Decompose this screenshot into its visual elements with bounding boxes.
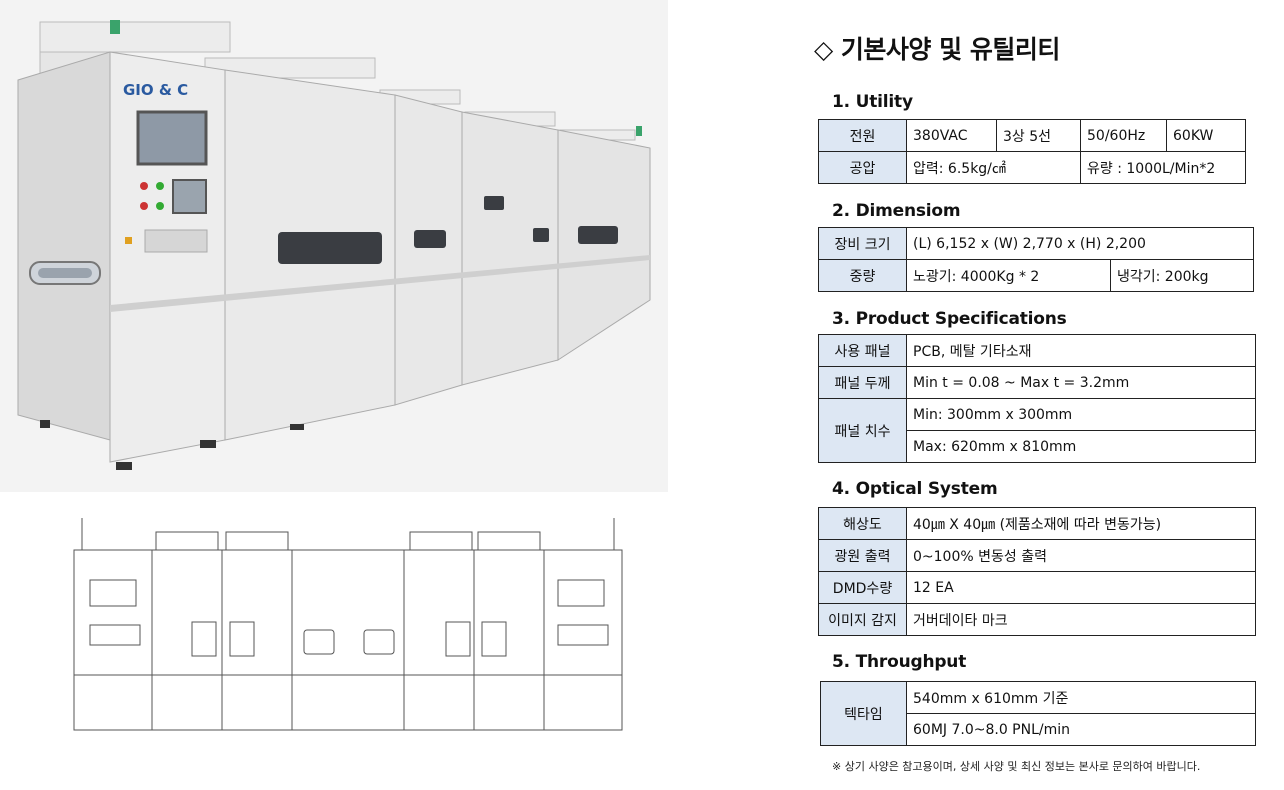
machine-front-drawing: [54, 510, 634, 760]
table-cell: 40㎛ X 40㎛ (제품소재에 따라 변동가능): [906, 507, 1256, 540]
table-cell: PCB, 메탈 기타소재: [906, 334, 1256, 367]
dimension-table: 장비 크기 (L) 6,152 x (W) 2,770 x (H) 2,200 …: [818, 227, 1254, 292]
section-title-product: 3. Product Specifications: [832, 309, 1067, 329]
table-cell: 0~100% 변동성 출력: [906, 539, 1256, 572]
table-header-cell: DMD수량: [818, 571, 907, 604]
table-cell: 60KW: [1166, 119, 1246, 152]
table-header-cell: 텍타임: [820, 681, 907, 746]
table-header-cell: 광원 출력: [818, 539, 907, 572]
table-row: DMD수량 12 EA: [818, 571, 1256, 604]
drawing-illustration: [73, 518, 623, 731]
table-header-cell: 전원: [818, 119, 907, 152]
table-cell: 380VAC: [906, 119, 997, 152]
table-row: 60MJ 7.0~8.0 PNL/min: [821, 713, 1256, 746]
table-cell: Min: 300mm x 300mm: [906, 398, 1256, 431]
throughput-table: 텍타임 540mm x 610mm 기준 60MJ 7.0~8.0 PNL/mi…: [820, 681, 1256, 746]
table-header-cell: 사용 패널: [818, 334, 907, 367]
table-cell: 압력: 6.5kg/㎠: [906, 151, 1081, 184]
table-row: 텍타임 540mm x 610mm 기준: [820, 681, 1256, 746]
machine-images: GIO & C: [0, 0, 668, 760]
product-table: 사용 패널 PCB, 메탈 기타소재 패널 두께 Min t = 0.08 ~ …: [818, 334, 1256, 463]
table-header-cell: 패널 두께: [818, 366, 907, 399]
table-cell: 냉각기: 200kg: [1110, 259, 1254, 292]
machine-photo-illustration: GIO & C: [17, 20, 651, 470]
brand-logo: GIO & C: [123, 81, 188, 99]
table-cell: 60MJ 7.0~8.0 PNL/min: [906, 713, 1256, 746]
table-header-cell: 장비 크기: [818, 227, 907, 260]
table-row: 장비 크기 (L) 6,152 x (W) 2,770 x (H) 2,200: [818, 227, 1254, 260]
table-row: 패널 치수 Min: 300mm x 300mm: [818, 398, 1256, 463]
table-row: 패널 두께 Min t = 0.08 ~ Max t = 3.2mm: [818, 366, 1256, 399]
table-cell: 12 EA: [906, 571, 1256, 604]
table-cell: Max: 620mm x 810mm: [906, 430, 1256, 463]
table-header-cell: 패널 치수: [818, 398, 907, 463]
table-cell: 3상 5선: [996, 119, 1081, 152]
table-row: 이미지 감지 거버데이타 마크: [818, 603, 1256, 636]
table-cell: 거버데이타 마크: [906, 603, 1256, 636]
footnote: ※ 상기 사양은 참고용이며, 상세 사양 및 최신 정보는 본사로 문의하여 …: [832, 760, 1201, 773]
table-header-cell: 해상도: [818, 507, 907, 540]
table-cell: 노광기: 4000Kg * 2: [906, 259, 1111, 292]
table-row: 중량 노광기: 4000Kg * 2 냉각기: 200kg: [818, 259, 1254, 292]
table-cell: 50/60Hz: [1080, 119, 1167, 152]
table-row: Max: 620mm x 810mm: [819, 430, 1256, 463]
utility-table: 전원 380VAC 3상 5선 50/60Hz 60KW 공압 압력: 6.5k…: [818, 119, 1246, 184]
table-cell: (L) 6,152 x (W) 2,770 x (H) 2,200: [906, 227, 1254, 260]
section-title-optical: 4. Optical System: [832, 479, 998, 499]
table-header-cell: 중량: [818, 259, 907, 292]
table-header-cell: 공압: [818, 151, 907, 184]
table-cell: Min t = 0.08 ~ Max t = 3.2mm: [906, 366, 1256, 399]
page-title: ◇ 기본사양 및 유틸리티: [814, 35, 1060, 64]
section-title-utility: 1. Utility: [832, 92, 913, 112]
table-header-cell: 이미지 감지: [818, 603, 907, 636]
table-cell: 유량 : 1000L/Min*2: [1080, 151, 1246, 184]
section-title-throughput: 5. Throughput: [832, 652, 967, 672]
optical-table: 해상도 40㎛ X 40㎛ (제품소재에 따라 변동가능) 광원 출력 0~10…: [818, 507, 1256, 636]
table-cell: 540mm x 610mm 기준: [906, 681, 1256, 714]
machine-photo: GIO & C: [0, 0, 668, 492]
section-title-dimension: 2. Dimensiom: [832, 201, 961, 221]
table-row: 해상도 40㎛ X 40㎛ (제품소재에 따라 변동가능): [818, 507, 1256, 540]
spec-panel: ◇ 기본사양 및 유틸리티 1. Utility 전원 380VAC 3상 5선…: [808, 0, 1284, 790]
table-row: 광원 출력 0~100% 변동성 출력: [818, 539, 1256, 572]
table-row: 공압 압력: 6.5kg/㎠ 유량 : 1000L/Min*2: [818, 151, 1246, 184]
table-row: 사용 패널 PCB, 메탈 기타소재: [818, 334, 1256, 367]
table-row: 전원 380VAC 3상 5선 50/60Hz 60KW: [818, 119, 1246, 152]
